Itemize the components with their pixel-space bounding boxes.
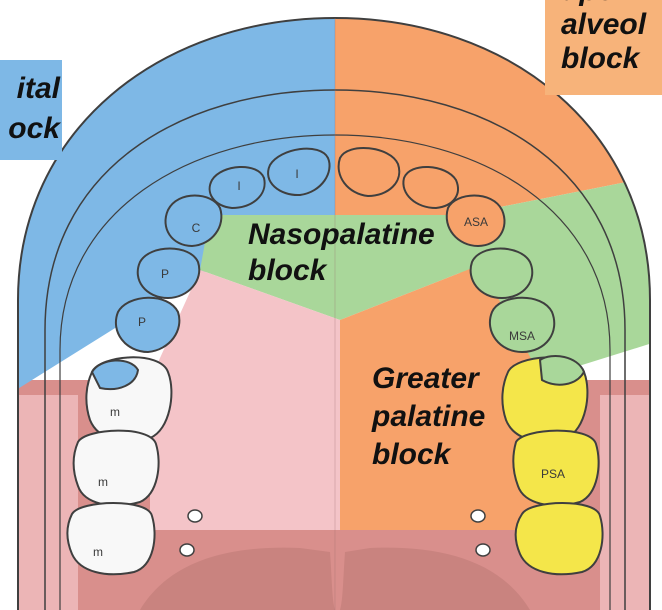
tooth-label: I — [295, 167, 298, 181]
tooth-molar-left-2 — [74, 431, 159, 506]
tooth-molar-left-3 — [68, 503, 155, 574]
tooth-label: m — [98, 475, 108, 489]
pink-strip-left — [18, 395, 78, 610]
foramen-left-lower — [180, 544, 194, 556]
tooth-premolar-right-2 — [490, 298, 554, 352]
foramen-right-upper — [471, 510, 485, 522]
tooth-premolar-right-1 — [471, 249, 533, 299]
right-label-box: uperi alveol block — [545, 0, 662, 95]
tooth-label: ASA — [464, 215, 488, 229]
tooth-label: m — [110, 405, 120, 419]
tooth-label: I — [237, 179, 240, 193]
tooth-label: PSA — [541, 467, 565, 481]
left-label-box: ital ock — [0, 60, 62, 160]
right-label-line-2: alveol — [561, 8, 646, 42]
tooth-label: C — [192, 221, 201, 235]
tooth-label: P — [161, 267, 169, 281]
nasopalatine-label-line-2: block — [248, 254, 326, 288]
tooth-label: P — [138, 315, 146, 329]
right-label-line-3: block — [561, 42, 639, 76]
greater-palatine-label-line-3: block — [372, 438, 450, 472]
tooth-molar-right-3 — [516, 503, 603, 574]
left-label-line-2: ock — [8, 112, 60, 146]
tooth-label: m — [93, 545, 103, 559]
right-label-line-1: uperi — [561, 0, 634, 8]
foramen-right-lower — [476, 544, 490, 556]
greater-palatine-label-line-2: palatine — [372, 400, 485, 434]
greater-palatine-label-line-1: Greater — [372, 362, 479, 396]
foramen-left-upper — [188, 510, 202, 522]
left-label-line-1: ital — [17, 72, 60, 106]
nasopalatine-label-line-1: Nasopalatine — [248, 218, 435, 252]
tooth-label: MSA — [509, 329, 535, 343]
